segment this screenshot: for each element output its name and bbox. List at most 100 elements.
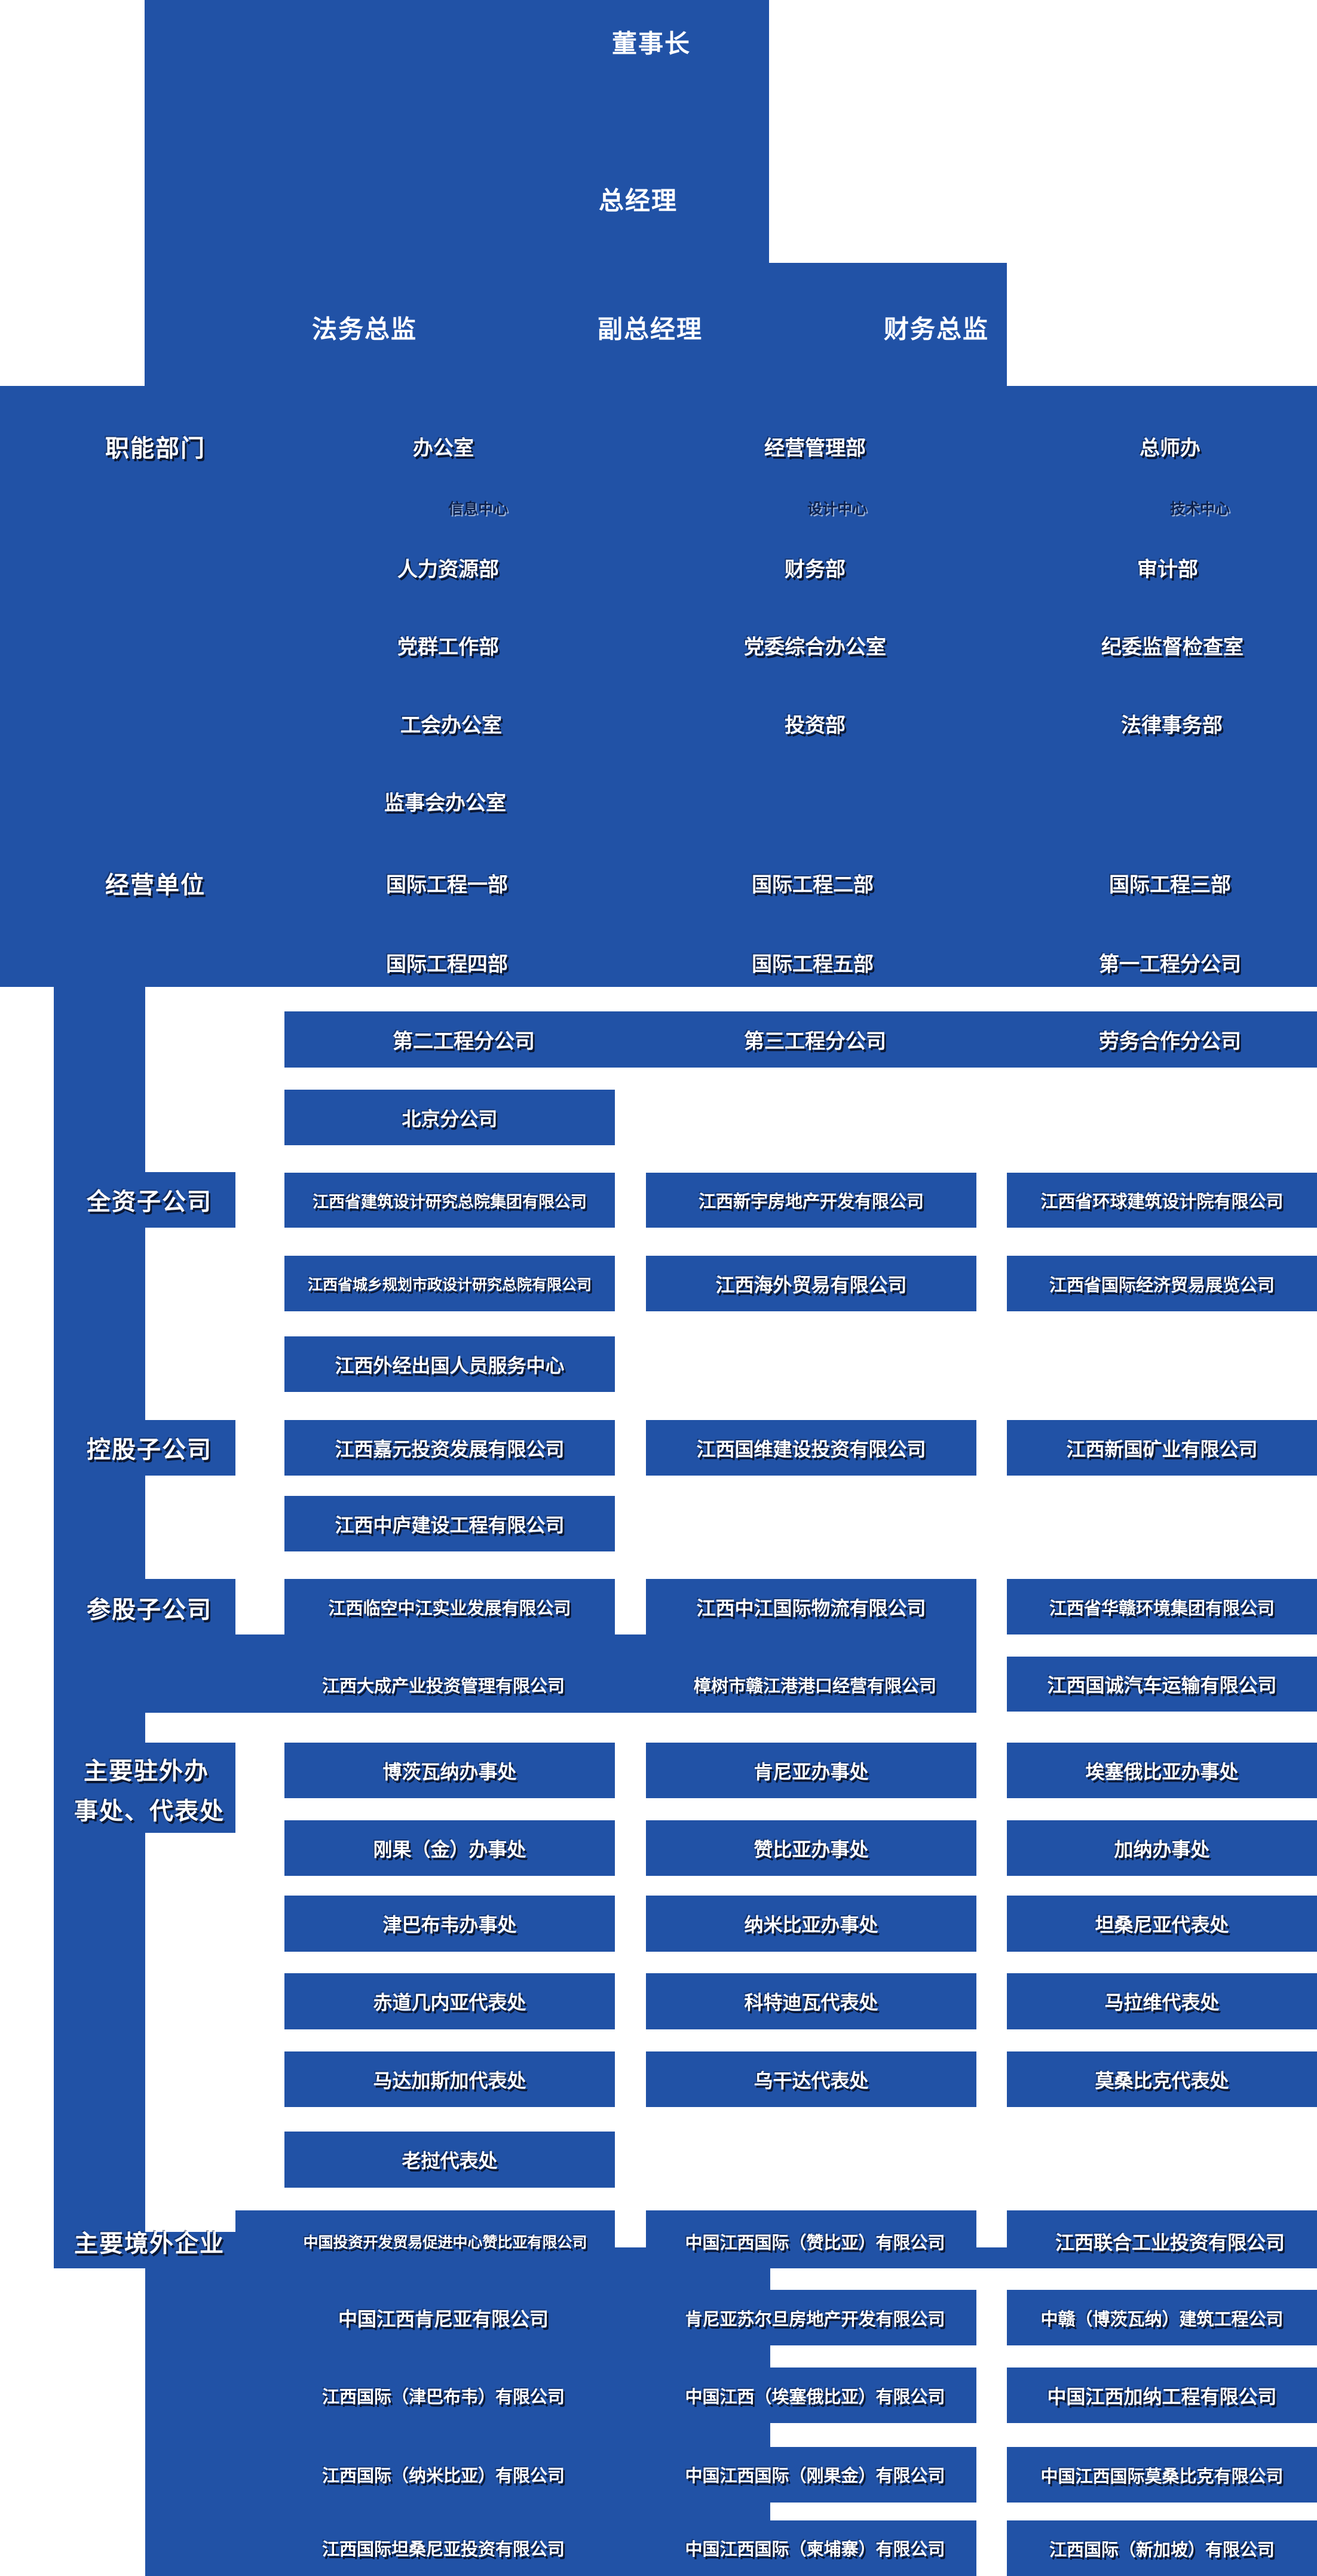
unit-label: 第二工程分公司 <box>393 1030 535 1053</box>
company-label: 江西外经出国人员服务中心 <box>335 1354 565 1376</box>
box-wholly-owned: 江西省城乡规划市政设计研究总院有限公司 <box>284 1256 615 1311</box>
box-overseas: 中国江西加纳工程有限公司 <box>1007 2368 1317 2423</box>
company-label: 樟树市赣江港港口经营有限公司 <box>693 1677 937 1696</box>
dept-label-small: 设计中心 <box>807 501 868 517</box>
section-label-participating: 参股子公司 <box>87 1597 212 1623</box>
box-office: 乌干达代表处 <box>646 2051 976 2107</box>
box-participating: 江西国诚汽车运输有限公司 <box>1007 1657 1317 1712</box>
company-label: 江西国诚汽车运输有限公司 <box>1047 1675 1277 1696</box>
box-office: 埃塞俄比亚办事处 <box>1007 1743 1317 1798</box>
section-label-offices-line1: 主要驻外办 <box>84 1758 209 1784</box>
box-office: 津巴布韦办事处 <box>284 1896 615 1952</box>
dept-label: 审计部 <box>1137 558 1198 581</box>
box-overseas: 中赣（博茨瓦纳）建筑工程公司 <box>1007 2290 1317 2345</box>
company-label: 江西中庐建设工程有限公司 <box>335 1514 565 1536</box>
box-overseas: 中国江西国际莫桑比克有限公司 <box>1007 2447 1317 2503</box>
company-label: 江西国际（新加坡）有限公司 <box>1049 2540 1275 2560</box>
company-label: 中国江西加纳工程有限公司 <box>1047 2385 1277 2408</box>
company-label: 江西海外贸易有限公司 <box>715 1274 907 1296</box>
box-participating: 江西省华赣环境集团有限公司 <box>1007 1579 1317 1634</box>
box-wholly-owned: 江西省环球建筑设计院有限公司 <box>1007 1173 1317 1228</box>
office-label: 加纳办事处 <box>1114 1838 1210 1860</box>
shape-notch <box>770 2423 976 2447</box>
box-office: 马达加斯加代表处 <box>284 2051 615 2107</box>
box-participating: 江西中江国际物流有限公司 <box>646 1579 976 1634</box>
dept-label: 党委综合办公室 <box>744 636 886 659</box>
company-label: 江西大成产业投资管理有限公司 <box>321 1677 565 1696</box>
dept-label: 纪委监督检查室 <box>1101 636 1244 659</box>
company-label: 江西省建筑设计研究总院集团有限公司 <box>313 1192 587 1211</box>
company-label: 中国江西国际（赞比亚）有限公司 <box>685 2234 945 2253</box>
dept-label-small: 技术中心 <box>1169 501 1230 517</box>
office-label: 莫桑比克代表处 <box>1095 2069 1229 2092</box>
unit-label: 国际工程一部 <box>386 873 508 897</box>
shape-notch <box>145 2210 235 2232</box>
box-holding: 江西国维建设投资有限公司 <box>646 1420 976 1476</box>
company-label: 江西中江国际物流有限公司 <box>696 1597 926 1619</box>
office-label: 博茨瓦纳办事处 <box>382 1761 517 1783</box>
box-office: 赞比亚办事处 <box>646 1820 976 1876</box>
section-label-functional: 职能部门 <box>105 436 206 462</box>
shape-chairman-block <box>145 0 769 266</box>
office-label: 乌干达代表处 <box>754 2069 869 2092</box>
deputy-gm-title: 副总经理 <box>597 315 703 344</box>
chairman-title: 董事长 <box>611 29 691 58</box>
dept-label: 经营管理部 <box>764 437 866 460</box>
box-office: 马拉维代表处 <box>1007 1973 1317 2029</box>
office-label: 老挝代表处 <box>402 2150 498 2172</box>
company-label: 江西临空中江实业发展有限公司 <box>328 1599 571 1618</box>
company-label: 中国江西国际（刚果金）有限公司 <box>685 2467 945 2486</box>
company-label: 中国江西（埃塞俄比亚）有限公司 <box>685 2388 945 2407</box>
office-label: 埃塞俄比亚办事处 <box>1085 1761 1239 1783</box>
section-label-offices-line2: 事处、代表处 <box>74 1798 225 1824</box>
shape-label-block-wholly <box>54 1172 235 1228</box>
section-label-business: 经营单位 <box>105 872 206 898</box>
company-label: 江西省国际经济贸易展览公司 <box>1049 1275 1275 1295</box>
company-label: 中赣（博茨瓦纳）建筑工程公司 <box>1040 2310 1284 2329</box>
shape-executive-block <box>145 263 1007 386</box>
box-office: 赤道几内亚代表处 <box>284 1973 615 2029</box>
company-label: 江西国际（纳米比亚）有限公司 <box>321 2467 565 2486</box>
box-office: 加纳办事处 <box>1007 1820 1317 1876</box>
dept-label: 工会办公室 <box>400 714 502 737</box>
box-holding: 江西中庐建设工程有限公司 <box>284 1496 615 1551</box>
section-label-wholly-owned: 全资子公司 <box>87 1189 212 1215</box>
box-office: 肯尼亚办事处 <box>646 1743 976 1798</box>
dept-label: 监事会办公室 <box>384 792 506 815</box>
shape-notch <box>770 2345 976 2368</box>
office-label: 刚果（金）办事处 <box>373 1838 526 1860</box>
dept-label: 法律事务部 <box>1121 714 1223 737</box>
unit-label: 北京分公司 <box>402 1108 498 1130</box>
unit-label: 国际工程五部 <box>752 953 874 976</box>
office-label: 津巴布韦办事处 <box>382 1914 517 1936</box>
box-wholly-owned: 江西海外贸易有限公司 <box>646 1256 976 1311</box>
section-label-holding: 控股子公司 <box>87 1437 212 1463</box>
dept-label: 财务部 <box>785 558 846 581</box>
box-business-unit: 北京分公司 <box>284 1090 615 1145</box>
company-label: 江西国际（津巴布韦）有限公司 <box>321 2388 565 2407</box>
office-label: 科特迪瓦代表处 <box>744 1992 878 2013</box>
shape-notch <box>770 2503 976 2520</box>
box-office: 老挝代表处 <box>284 2132 615 2188</box>
box-office: 坦桑尼亚代表处 <box>1007 1896 1317 1952</box>
dept-label: 投资部 <box>785 714 846 737</box>
office-label: 马达加斯加代表处 <box>373 2069 526 2092</box>
company-label: 江西国维建设投资有限公司 <box>696 1438 926 1460</box>
legal-director-title: 法务总监 <box>311 315 418 344</box>
shape-branch-band <box>284 1011 1317 1068</box>
box-office: 纳米比亚办事处 <box>646 1896 976 1952</box>
shape-notch <box>615 2210 646 2247</box>
box-wholly-owned: 江西省国际经济贸易展览公司 <box>1007 1256 1317 1311</box>
unit-label: 第一工程分公司 <box>1099 953 1241 976</box>
office-label: 坦桑尼亚代表处 <box>1095 1914 1229 1936</box>
office-label: 马拉维代表处 <box>1104 1992 1220 2013</box>
dept-label: 总师办 <box>1140 437 1200 460</box>
box-overseas: 江西国际（新加坡）有限公司 <box>1007 2520 1317 2576</box>
dept-label-small: 信息中心 <box>448 501 509 517</box>
finance-director-title: 财务总监 <box>883 315 990 344</box>
office-label: 赞比亚办事处 <box>754 1838 869 1860</box>
box-office: 科特迪瓦代表处 <box>646 1973 976 2029</box>
office-label: 肯尼亚办事处 <box>754 1761 869 1783</box>
unit-label: 国际工程四部 <box>386 953 508 976</box>
